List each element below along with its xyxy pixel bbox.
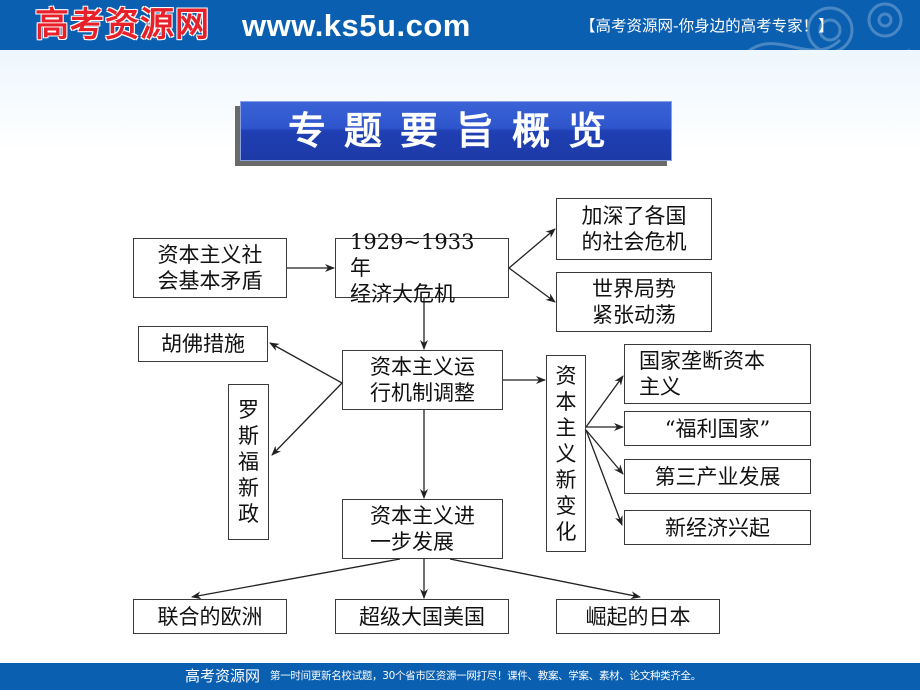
arrow-changes-to-4 (585, 429, 623, 526)
node-tertiary-industry: 第三产业发展 (624, 459, 811, 494)
site-url[interactable]: www.ks5u.com (242, 8, 471, 43)
arrow-changes-to-3 (585, 429, 624, 475)
top-banner: 高考资源网 www.ks5u.com 【高考资源网-你身边的高考专家！】 (0, 0, 920, 50)
node-state-monopoly: 国家垄断资本 主义 (624, 344, 811, 404)
arrow-crisis-to-effect1 (508, 228, 556, 269)
node-superpower-usa: 超级大国美国 (335, 599, 509, 634)
footer-bar: 高考资源网 第一时间更新名校试题，30个省市区资源一网打尽！课件、教案、学案、素… (0, 663, 920, 690)
node-root-cause: 资本主义社会基本矛盾 (133, 238, 287, 298)
node-roosevelt-new-deal: 罗 斯 福 新 政 (228, 384, 269, 540)
node-hoover-measures: 胡佛措施 (138, 326, 268, 362)
arrow-adjust-to-newdeal (271, 382, 343, 456)
arrow-adjust-to-hoover (269, 342, 343, 384)
page-title: 专题要旨概览 (240, 101, 672, 161)
node-new-changes: 资 本 主 义 新 变 化 (546, 355, 586, 552)
node-new-economy: 新经济兴起 (624, 510, 811, 545)
arrow-develop-to-outcome3 (449, 558, 641, 600)
node-world-tension: 世界局势 紧张动荡 (556, 272, 712, 332)
node-further-development: 资本主义进 一步发展 (342, 499, 503, 559)
decorative-swirl-icon (747, 2, 910, 50)
node-rising-japan: 崛起的日本 (556, 599, 720, 634)
crisis-line1: 1929~1933 年 (350, 230, 475, 280)
node-social-crisis: 加深了各国 的社会危机 (556, 198, 712, 260)
node-mechanism-adjustment: 资本主义运 行机制调整 (342, 350, 503, 410)
site-slogan: 【高考资源网-你身边的高考专家！】 (580, 17, 834, 35)
crisis-line2: 经济大危机 (350, 282, 455, 306)
node-united-europe: 联合的欧洲 (133, 599, 287, 634)
footer-note: 第一时间更新名校试题，30个省市区资源一网打尽！课件、教案、学案、素材、论文种类… (270, 670, 701, 682)
arrow-changes-to-1 (585, 375, 624, 428)
arrow-crisis-to-effect2 (508, 267, 556, 303)
node-economic-crisis: 1929~1933 年 经济大危机 (335, 230, 509, 306)
node-welfare-state: “福利国家” (624, 411, 811, 446)
arrow-develop-to-outcome1 (191, 558, 401, 600)
footer-brand[interactable]: 高考资源网 (185, 667, 261, 685)
site-logo[interactable]: 高考资源网 (35, 5, 210, 45)
